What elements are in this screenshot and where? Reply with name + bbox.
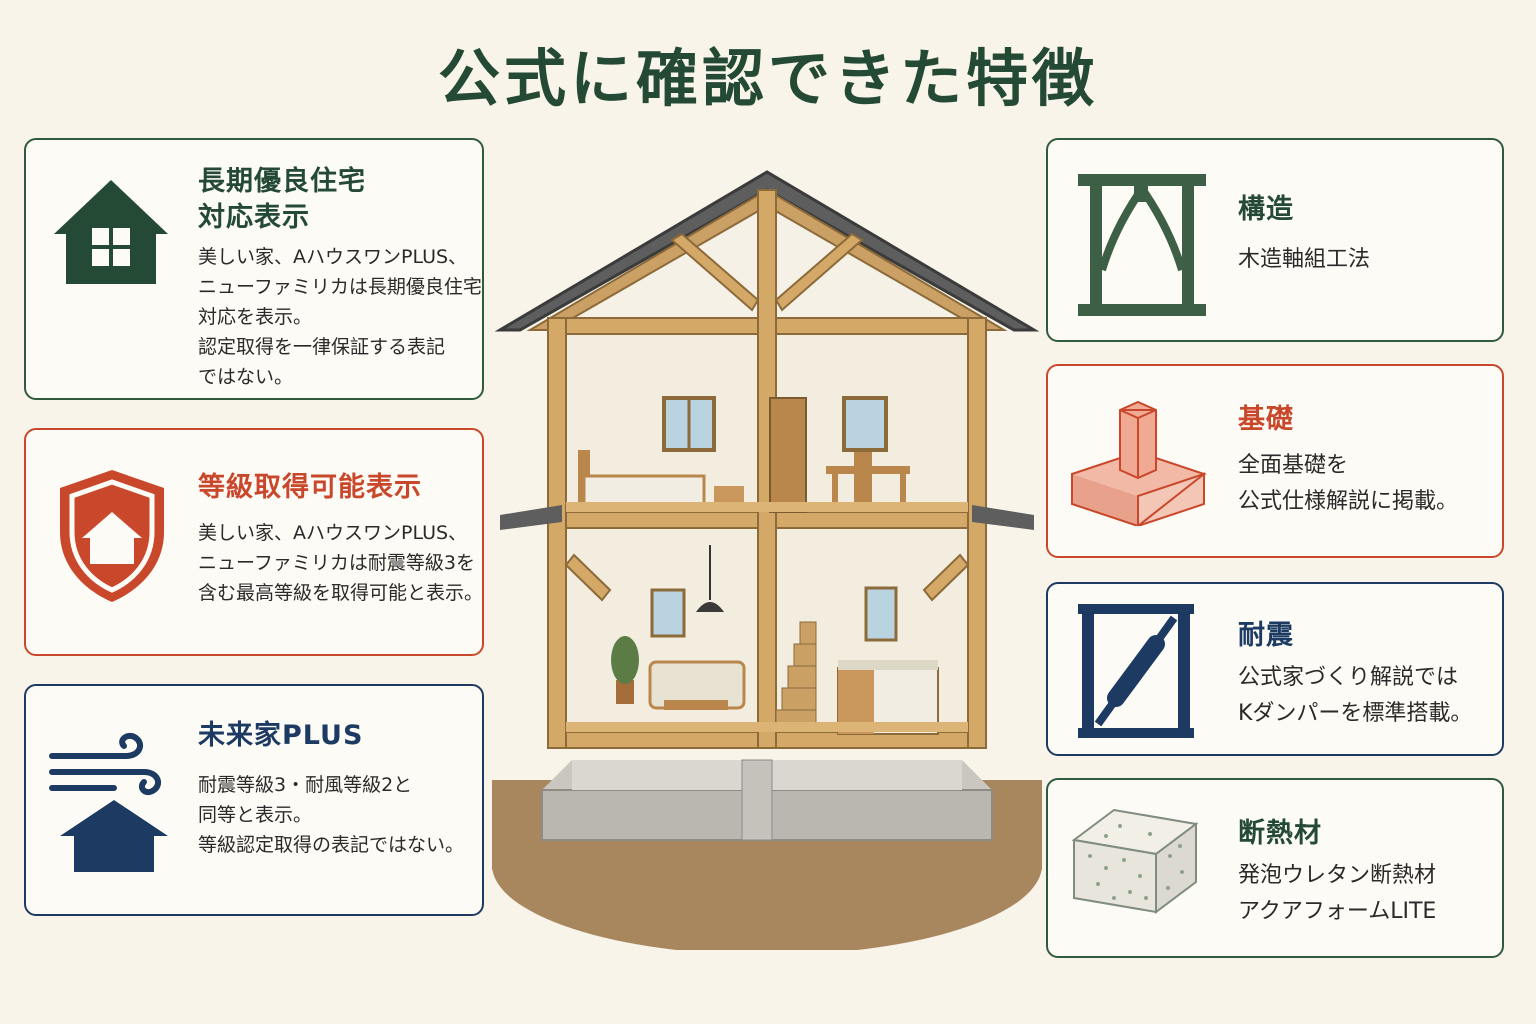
card-heading: 未来家PLUS	[198, 720, 364, 751]
house-cutaway-illustration	[492, 170, 1042, 950]
card-grade-available: 等級取得可能表示 美しい家、AハウスワンPLUS、 ニューファミリカは耐震等級3…	[24, 428, 484, 656]
card-foundation: 基礎 全面基礎を 公式仕様解説に掲載。	[1046, 364, 1504, 558]
card-body-line: ニューファミリカは長期優良住宅	[198, 276, 482, 298]
card-body-line: 等級認定取得の表記ではない。	[198, 834, 465, 856]
card-body-line: ではない。	[198, 366, 294, 388]
timber-frame	[547, 189, 987, 749]
upper-door	[769, 397, 807, 513]
card-body-line: 木造軸組工法	[1238, 247, 1371, 272]
shield-house-icon	[60, 470, 164, 602]
wind-house-icon	[49, 732, 168, 872]
card-insulation: 断熱材 発泡ウレタン断熱材 アクアフォームLITE	[1046, 778, 1504, 958]
card-heading: 耐震	[1238, 620, 1294, 651]
card-heading: 断熱材	[1238, 818, 1322, 849]
card-body-line: 公式仕様解説に掲載。	[1238, 489, 1459, 514]
lower-window-left	[650, 588, 686, 638]
timber-frame-icon	[1078, 174, 1206, 316]
floor-lower	[566, 722, 968, 732]
pendant-lamp	[696, 545, 724, 612]
card-mirai-plus: 未来家PLUS 耐震等級3・耐風等級2と 同等と表示。 等級認定取得の表記ではな…	[24, 684, 484, 916]
card-body-line: 対応を表示。	[198, 306, 313, 328]
card-heading: 構造	[1238, 194, 1294, 225]
foundation-icon	[1071, 400, 1208, 526]
table-and-chairs	[826, 452, 910, 512]
card-body-line: アクアフォームLITE	[1238, 899, 1437, 924]
floor-upper	[566, 502, 968, 512]
house-icon	[54, 180, 168, 284]
card-structure: 構造 木造軸組工法	[1046, 138, 1504, 342]
upper-window-left	[662, 396, 716, 452]
damper-icon	[1078, 604, 1194, 738]
card-body-line: 同等と表示。	[198, 804, 313, 826]
card-body-line: 公式家づくり解説では	[1238, 665, 1459, 690]
card-heading: 長期優良住宅	[198, 166, 366, 197]
lower-window-right	[864, 586, 898, 642]
card-heading: 対応表示	[198, 202, 310, 233]
card-body-line: 認定取得を一律保証する表記	[198, 336, 446, 358]
potted-plant	[611, 636, 639, 704]
page-title: 公式に確認できた特徴	[437, 42, 1098, 115]
insulation-icon	[1071, 808, 1199, 914]
card-body-line: 含む最高等級を取得可能と表示。	[198, 582, 484, 604]
upper-window-right	[842, 396, 888, 452]
coffee-table	[664, 700, 728, 710]
card-body-line: 発泡ウレタン断熱材	[1238, 863, 1437, 888]
card-body-line: Kダンパーを標準搭載。	[1238, 701, 1473, 726]
card-long-term-housing: 長期優良住宅 対応表示 美しい家、AハウスワンPLUS、 ニューファミリカは長期…	[24, 138, 484, 400]
card-heading: 基礎	[1238, 404, 1294, 435]
card-body-line: 耐震等級3・耐風等級2と	[198, 774, 413, 796]
card-body-line: 全面基礎を	[1238, 453, 1349, 478]
foundation-slab	[541, 759, 993, 841]
card-body-line: 美しい家、AハウスワンPLUS、	[198, 246, 468, 268]
card-body-line: 美しい家、AハウスワンPLUS、	[198, 522, 468, 544]
card-seismic: 耐震 公式家づくり解説では Kダンパーを標準搭載。	[1046, 582, 1504, 756]
card-body-line: ニューファミリカは耐震等級3を	[198, 552, 475, 574]
card-heading: 等級取得可能表示	[198, 472, 422, 503]
